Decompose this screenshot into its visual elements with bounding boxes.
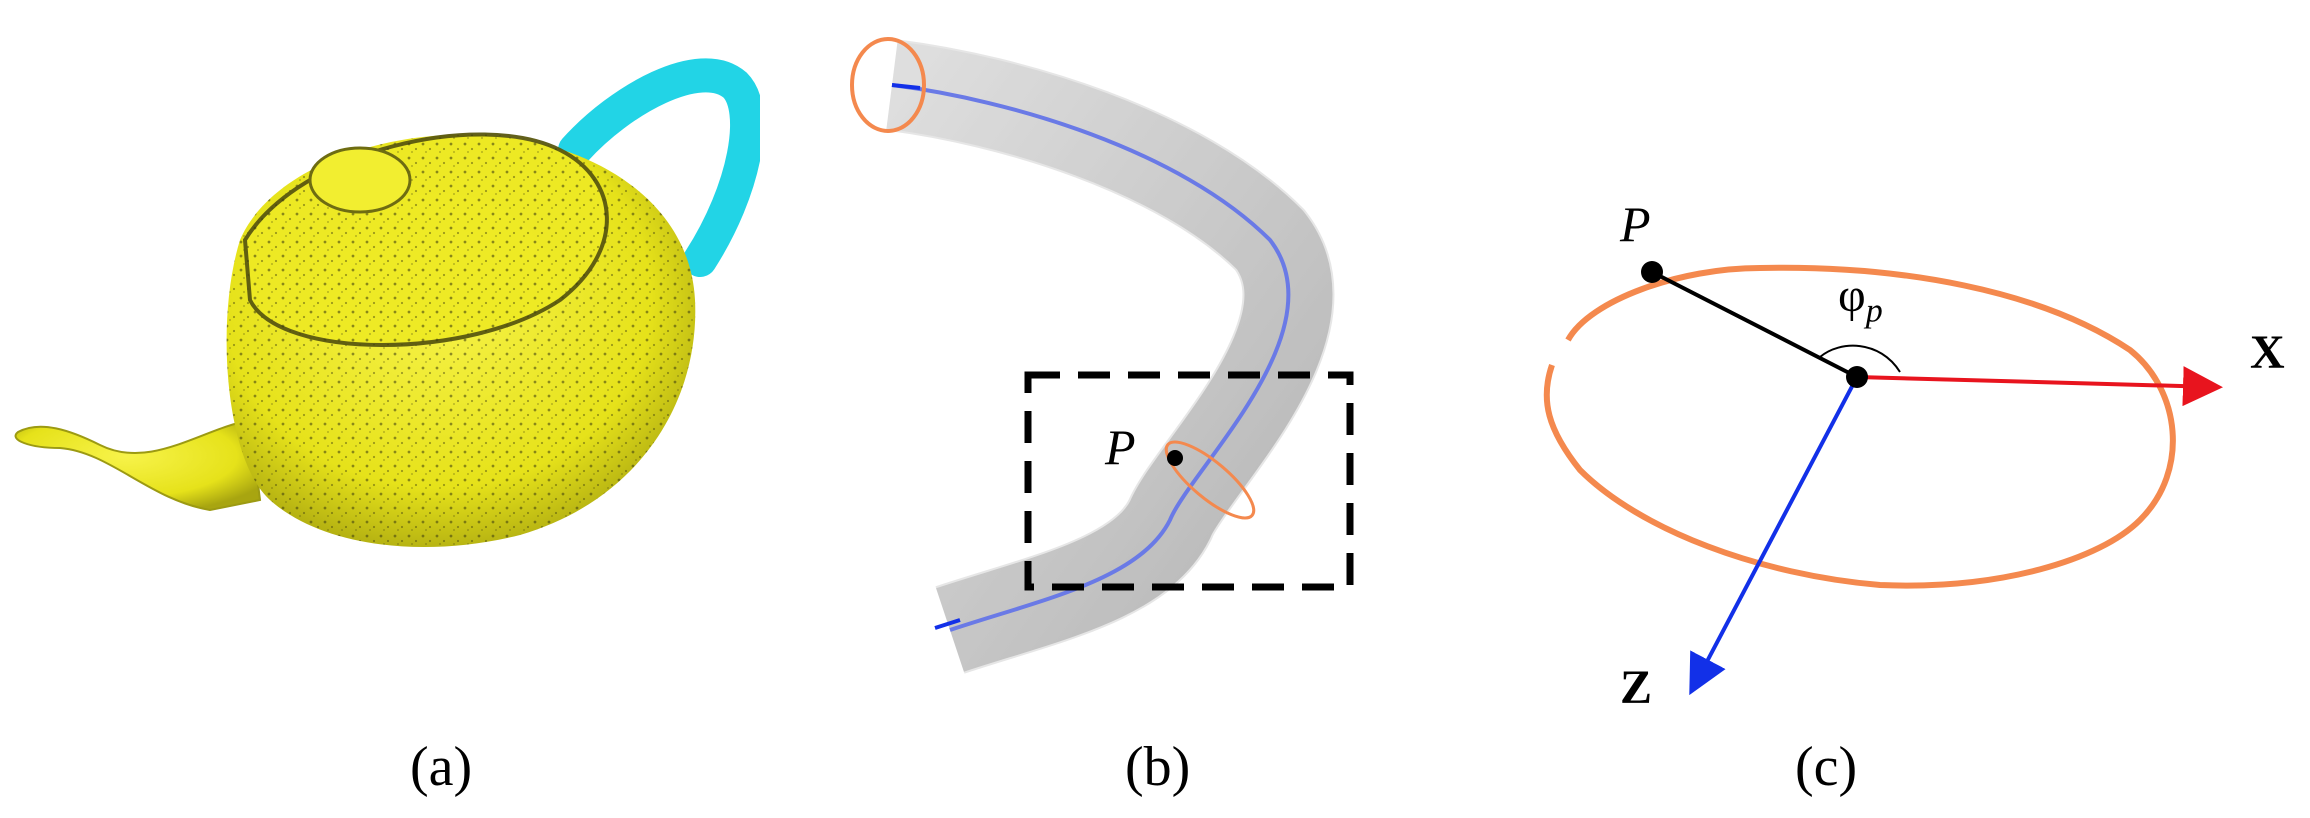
point-p-label-b: P	[1105, 419, 1136, 475]
panel-a: (a)	[0, 0, 760, 818]
x-axis-label: X	[2250, 326, 2285, 379]
cross-section-ring	[1543, 264, 2176, 589]
angle-subscript: p	[1865, 292, 1883, 330]
origin-point	[1846, 366, 1868, 388]
z-axis-label: Z	[1620, 661, 1653, 714]
zoom-box	[1024, 371, 1354, 591]
z-axis-arrow	[1689, 376, 1859, 696]
caption-a: (a)	[410, 736, 473, 798]
tube-end-section	[850, 37, 926, 133]
teapot-spout	[14, 418, 262, 512]
angle-symbol: φ	[1838, 269, 1866, 322]
panel-c: P φp X Z (c)	[1480, 0, 2310, 818]
tube-illustration	[850, 37, 1354, 674]
tube-centerline	[891, 83, 1291, 632]
angle-label: φp	[1838, 268, 1883, 331]
cross-section-illustration	[1543, 261, 2223, 696]
caption-c: (c)	[1795, 736, 1858, 798]
teapot-lid-knob	[308, 146, 412, 214]
point-p-label-c: P	[1620, 196, 1651, 252]
tube-mid-section	[1164, 440, 1256, 520]
x-axis-arrow	[1856, 366, 2223, 407]
caption-b: (b)	[1125, 736, 1191, 798]
teapot-illustration	[14, 58, 760, 548]
radius-line	[1651, 270, 1858, 379]
point-p-b	[1167, 450, 1183, 466]
point-p-c	[1641, 261, 1663, 283]
panel-b: P (b)	[760, 0, 1480, 818]
teapot-handle	[558, 58, 760, 277]
angle-arc	[1819, 344, 1901, 373]
